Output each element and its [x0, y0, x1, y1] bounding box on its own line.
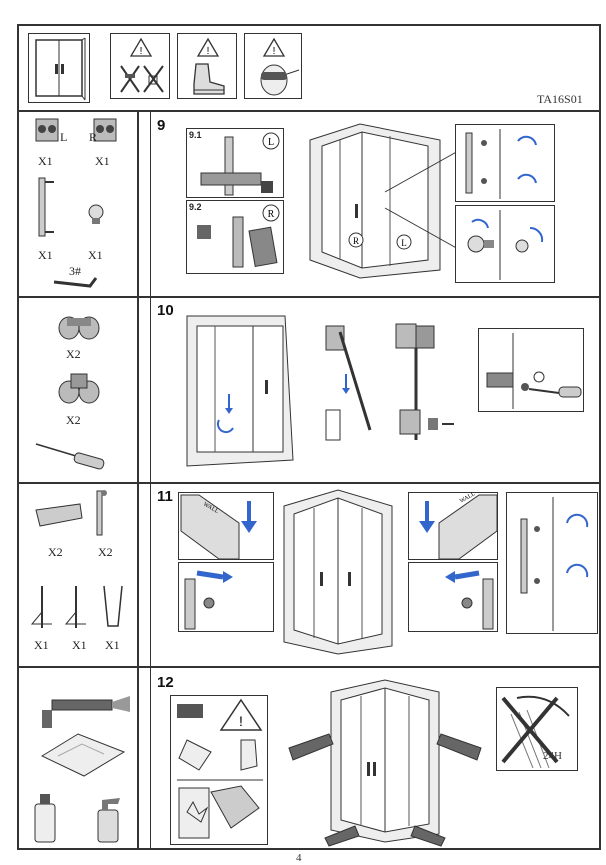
shower-enclosure-thumbnail [28, 33, 90, 103]
roller-adjust-left-icon: L [200, 132, 280, 196]
goggles-icon: ! [260, 37, 300, 96]
warning-eye-protection: ! [244, 33, 302, 99]
divider [137, 110, 139, 850]
detail-bottom-right [408, 562, 498, 632]
detail-handle-tighten [506, 492, 598, 634]
enclosure-corner-view: R L [309, 123, 461, 279]
step-number: 10 [157, 302, 174, 319]
detail-handle-mount [455, 124, 555, 202]
qty-label: X1 [105, 638, 120, 652]
detail-bottom-left [178, 562, 274, 632]
safety-boot-icon: ! [193, 37, 225, 95]
top-roller-right-icon [93, 118, 117, 142]
detail-cure-time: 24H [496, 687, 578, 771]
qty-label: X2 [48, 545, 63, 559]
knob-mount-detail-icon [467, 210, 544, 280]
roller-removal-sequence [395, 323, 454, 440]
hex-key-icon [53, 277, 98, 288]
svg-text:!: ! [140, 46, 143, 57]
detail-label: 9.1 [189, 130, 202, 140]
cover-cap-icon [35, 503, 83, 527]
bottom-roller-icon [58, 316, 100, 340]
seal-strip-icon [30, 586, 52, 628]
screwdriver-icon [35, 443, 105, 470]
page-number: 4 [296, 852, 302, 864]
door-handle-icon [38, 177, 54, 237]
marker-letter: R [353, 236, 359, 246]
enclosure-installed-view [283, 489, 393, 655]
detail-label: 9.2 [189, 202, 202, 212]
spray-bottle-icon [97, 798, 120, 843]
no-tools-warning-icon: ! [120, 37, 164, 93]
seal-strip-icon [64, 586, 86, 628]
qty-label: X1 [38, 248, 53, 262]
detergent-bottle-icon [34, 794, 56, 843]
silicone-gun-icon [42, 696, 130, 728]
divider [17, 110, 601, 112]
hex-key-size: 3# [69, 264, 81, 278]
qty-label: X2 [66, 413, 81, 427]
wall-profile-insert-right-icon: WALL [419, 491, 498, 560]
roller-adjust-right-icon: R [197, 204, 280, 268]
enclosure-sealing-view [288, 679, 482, 847]
svg-text:!: ! [207, 46, 210, 57]
circle-letter: R [268, 209, 275, 220]
bottom-roller-right-icon [445, 570, 494, 630]
bottom-roller-alt-icon [58, 373, 100, 404]
detail-9-1: 9.1 L [186, 128, 284, 198]
detail-wall-top-right: WALL [408, 491, 498, 560]
warning-no-sharp-tools: ! [110, 33, 170, 99]
detail-roller-screw [478, 328, 584, 412]
svg-text:!: ! [273, 46, 276, 57]
model-code: TA16S01 [537, 92, 583, 106]
wall-profile-insert-icon: WALL [180, 494, 257, 560]
detail-9-2: 9.2 R [186, 200, 284, 274]
seal-profile-icon [103, 585, 123, 627]
roller-screw-detail-icon [486, 333, 582, 409]
step-number: 11 [157, 488, 173, 505]
detail-cleaning-warning: ! [170, 695, 268, 845]
marker-letter: L [401, 238, 407, 248]
roller-right-label: R [89, 130, 98, 144]
qty-label: X1 [34, 638, 49, 652]
handle-mount-detail-icon [465, 129, 537, 199]
warning-safety-boots: ! [177, 33, 237, 99]
qty-label: X1 [72, 638, 87, 652]
cure-time-label: 24H [543, 750, 562, 762]
enclosure-front-view [186, 315, 294, 467]
qty-label: X2 [98, 545, 113, 559]
step-number: 9 [157, 117, 166, 134]
shower-enclosure-icon [35, 37, 86, 101]
bracket-icon [96, 490, 107, 536]
step-number: 12 [157, 674, 174, 691]
qty-label: X1 [88, 248, 103, 262]
detail-wall-top-left: WALL [178, 492, 274, 560]
cleaning-cloth-icon [40, 733, 126, 777]
cleaning-warning-icon: ! [177, 698, 263, 839]
door-knob-icon [88, 204, 104, 224]
page-frame [17, 24, 601, 850]
roller-release-sequence [325, 325, 372, 441]
divider [17, 296, 601, 298]
top-roller-left-icon [35, 118, 59, 142]
divider [17, 482, 601, 484]
detail-knob-mount [455, 205, 555, 283]
qty-label: X1 [38, 154, 53, 168]
divider [17, 666, 601, 668]
circle-letter: L [268, 137, 274, 148]
qty-label: X2 [66, 347, 81, 361]
handle-tighten-detail-icon [520, 497, 589, 631]
divider [150, 110, 151, 850]
svg-text:!: ! [239, 713, 243, 729]
roller-left-label: L [60, 130, 68, 144]
qty-label: X1 [95, 154, 110, 168]
bottom-roller-left-icon [184, 570, 233, 630]
no-water-icon [501, 695, 570, 769]
